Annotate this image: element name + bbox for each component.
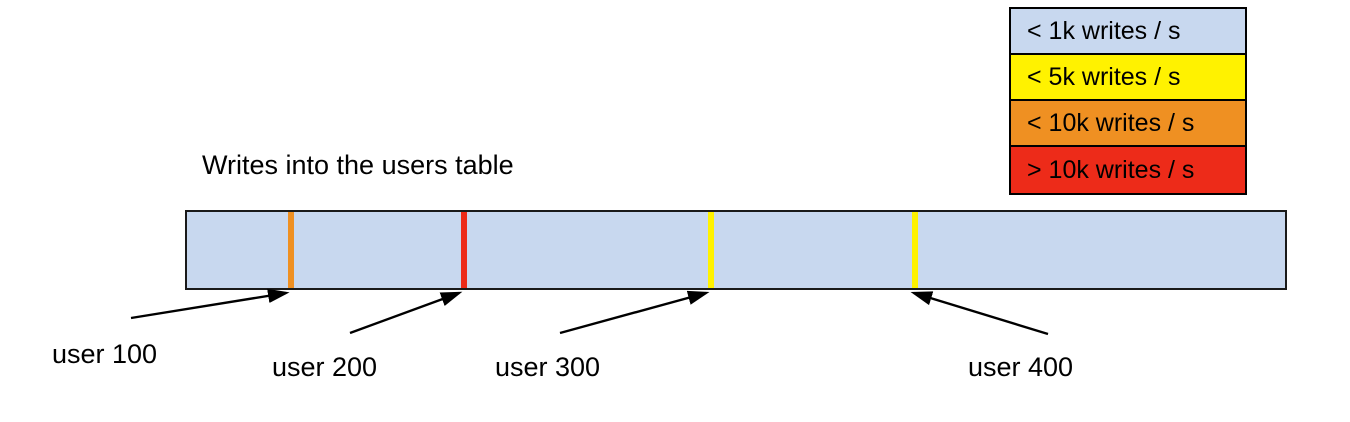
legend-row-under-10k: < 10k writes / s bbox=[1011, 101, 1245, 147]
legend-label: < 5k writes / s bbox=[1027, 62, 1181, 91]
legend: < 1k writes / s < 5k writes / s < 10k wr… bbox=[1009, 7, 1247, 195]
label-user-100: user 100 bbox=[52, 339, 158, 369]
legend-label: < 10k writes / s bbox=[1027, 108, 1195, 137]
users-table-bar bbox=[185, 210, 1287, 290]
label-user-300: user 300 bbox=[495, 352, 601, 382]
arrow-user-200 bbox=[349, 291, 463, 335]
legend-label: < 1k writes / s bbox=[1027, 16, 1181, 45]
legend-label: > 10k writes / s bbox=[1027, 155, 1195, 184]
arrow-user-100 bbox=[130, 288, 290, 320]
chart-title: Writes into the users table bbox=[202, 150, 514, 180]
arrow-user-300 bbox=[559, 290, 710, 335]
legend-row-under-1k: < 1k writes / s bbox=[1011, 9, 1245, 55]
arrow-user-400 bbox=[910, 291, 1049, 336]
legend-row-under-5k: < 5k writes / s bbox=[1011, 55, 1245, 101]
stripe-user-100 bbox=[288, 212, 294, 288]
label-user-400: user 400 bbox=[968, 352, 1074, 382]
legend-row-over-10k: > 10k writes / s bbox=[1011, 147, 1245, 193]
label-user-200: user 200 bbox=[272, 352, 378, 382]
stripe-user-400 bbox=[912, 212, 918, 288]
stripe-user-300 bbox=[708, 212, 714, 288]
stripe-user-200 bbox=[461, 212, 467, 288]
